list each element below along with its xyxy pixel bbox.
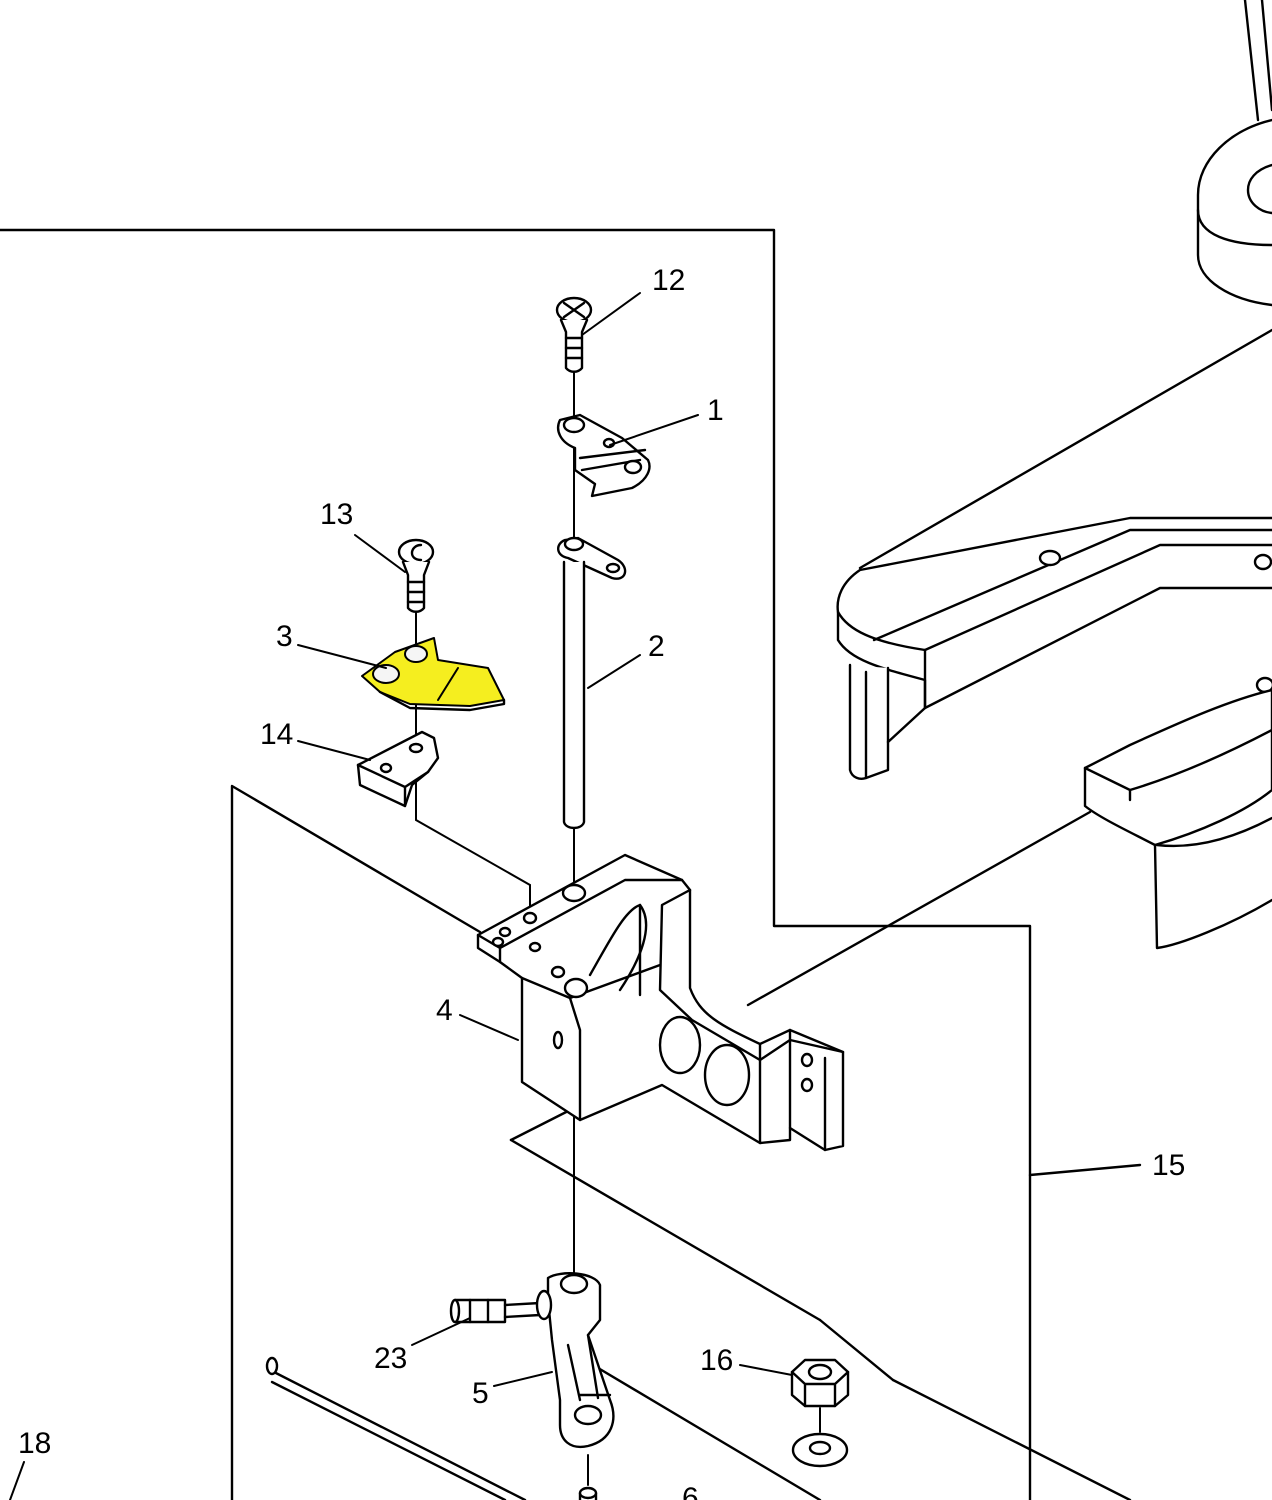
callout-15: 15: [1152, 1149, 1185, 1182]
callout-leaders: [9, 292, 793, 1500]
part-14-block: [356, 730, 440, 808]
part-4-bracket: [476, 853, 845, 1152]
assembly-boundary-lines: [0, 228, 1142, 1500]
part-12-screw: [555, 296, 593, 373]
callout-3: 3: [276, 620, 293, 653]
callout-16: 16: [700, 1344, 733, 1377]
callout-12: 12: [652, 264, 685, 297]
part-6-shaft: [265, 1356, 598, 1500]
machine-frame-structure: [746, 0, 1272, 1007]
callout-labels: 12 1 13 3 2 14 4 15 23 16 5 18 6: [18, 264, 1185, 1500]
callout-1: 1: [707, 394, 724, 427]
callout-13: 13: [320, 498, 353, 531]
callout-18: 18: [18, 1427, 51, 1460]
part-2-rod: [557, 536, 627, 830]
callout-23: 23: [374, 1342, 407, 1375]
part-13-screw: [397, 538, 435, 613]
part-5-lever: [535, 1272, 615, 1449]
callout-6: 6: [682, 1482, 699, 1500]
callout-5: 5: [472, 1377, 489, 1410]
callout-14: 14: [260, 718, 293, 751]
plate-3-highlight-fill: [361, 637, 505, 707]
part-23-set-screw: [449, 1298, 542, 1324]
part-16-nut-washer: [790, 1358, 850, 1468]
callout-2: 2: [648, 630, 665, 663]
assembly-axis-lines: [415, 371, 575, 1281]
part-1-clamp: [556, 413, 651, 498]
callout-4: 4: [436, 994, 453, 1027]
part-3-highlighted-plate: [361, 637, 506, 712]
